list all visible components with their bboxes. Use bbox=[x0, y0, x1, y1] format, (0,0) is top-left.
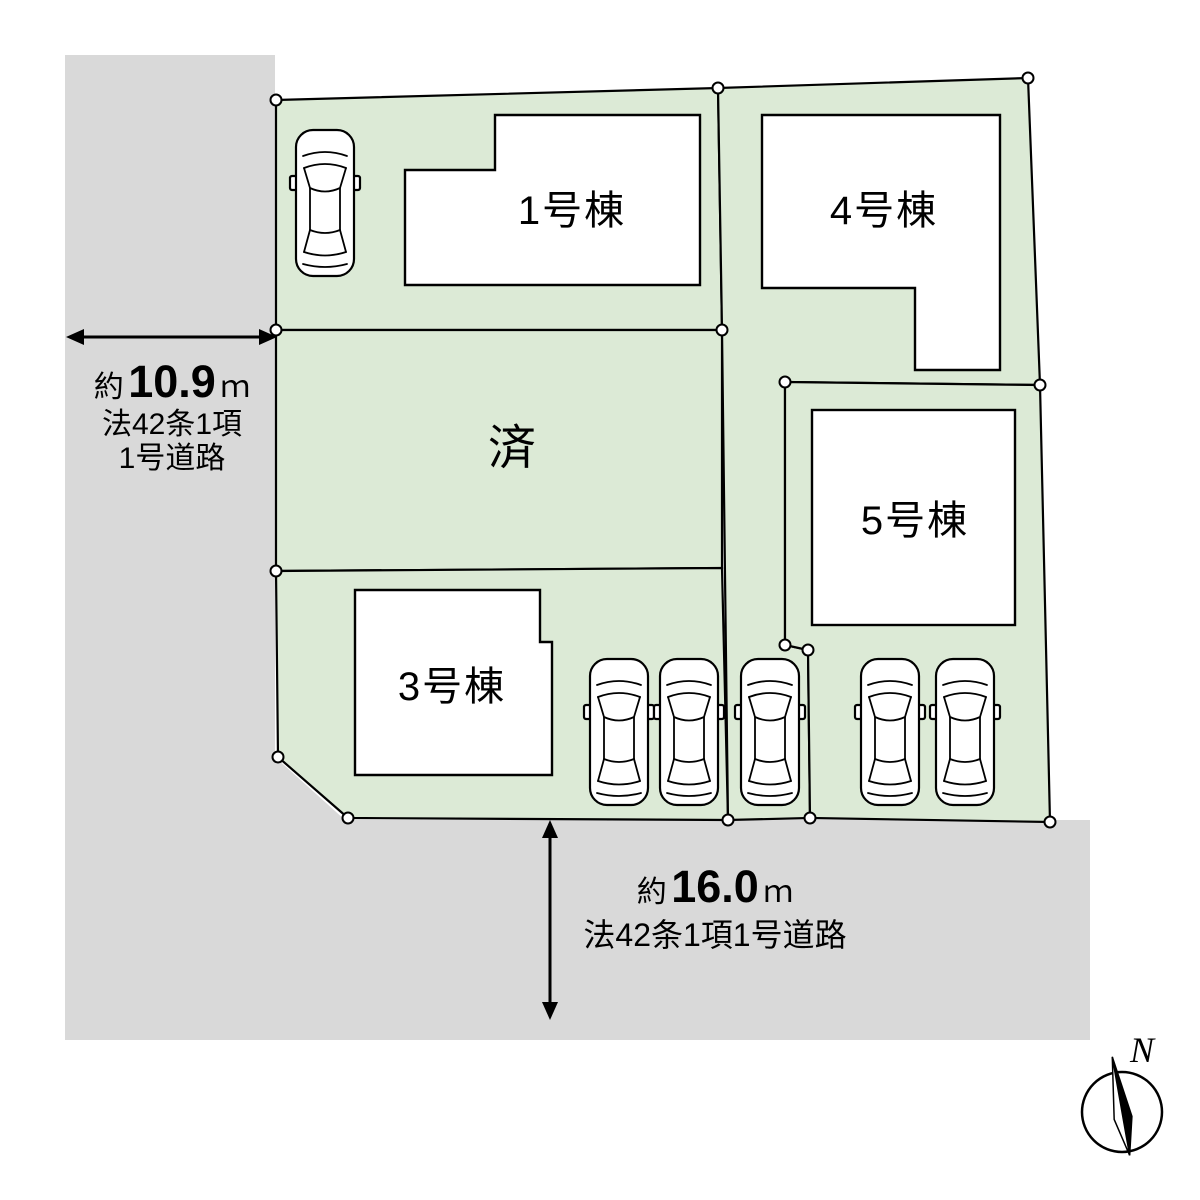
car-icon bbox=[853, 657, 927, 807]
boundary-marker-dot bbox=[711, 81, 725, 95]
building-4-label: 4号棟 bbox=[830, 189, 938, 233]
boundary-marker-dot bbox=[271, 750, 285, 764]
building-4 bbox=[760, 113, 1002, 372]
compass-icon: N bbox=[1080, 1030, 1164, 1156]
compass-needle bbox=[1111, 1056, 1133, 1156]
car-icon bbox=[288, 128, 362, 278]
west-road-width-arrow bbox=[66, 329, 277, 345]
west-road-law-line1: 法42条1項 bbox=[102, 408, 242, 441]
boundary-marker-dot bbox=[803, 811, 817, 825]
car-icon bbox=[733, 657, 807, 807]
boundary-marker-dot bbox=[721, 813, 735, 827]
boundary-marker-dot bbox=[341, 811, 355, 825]
lot-sold-label: 済 bbox=[488, 422, 536, 475]
boundary-marker-dot bbox=[801, 643, 815, 657]
west-road-law-line2: 1号道路 bbox=[119, 442, 226, 475]
boundary-marker-dot bbox=[1021, 71, 1035, 85]
boundary-marker-dot bbox=[1043, 815, 1057, 829]
building-5-label: 5号棟 bbox=[861, 499, 969, 543]
boundary-marker-dot bbox=[778, 375, 792, 389]
building-1-label: 1号棟 bbox=[518, 189, 626, 233]
south-road-width-arrow bbox=[542, 820, 558, 1020]
west-road-dimension: 約 10.9 ｍ bbox=[94, 356, 251, 407]
south-road-law-line: 法42条1項1号道路 bbox=[583, 917, 846, 953]
boundary-marker-dot bbox=[778, 638, 792, 652]
boundary-marker-dot bbox=[269, 93, 283, 107]
boundary-marker-dot bbox=[1033, 378, 1047, 392]
car-icon bbox=[582, 657, 656, 807]
building-5 bbox=[810, 408, 1017, 627]
car-icon bbox=[928, 657, 1002, 807]
building-3 bbox=[353, 588, 554, 777]
car-icon bbox=[652, 657, 726, 807]
boundary-marker-dot bbox=[715, 323, 729, 337]
boundary-marker-dot bbox=[269, 323, 283, 337]
boundary-marker-dot bbox=[269, 564, 283, 578]
building-3-label: 3号棟 bbox=[398, 665, 506, 709]
building-1 bbox=[403, 113, 702, 287]
south-road-dimension: 約 16.0 ｍ bbox=[637, 861, 794, 912]
north-label: N bbox=[1129, 1030, 1156, 1070]
road-surface bbox=[65, 55, 1090, 1040]
